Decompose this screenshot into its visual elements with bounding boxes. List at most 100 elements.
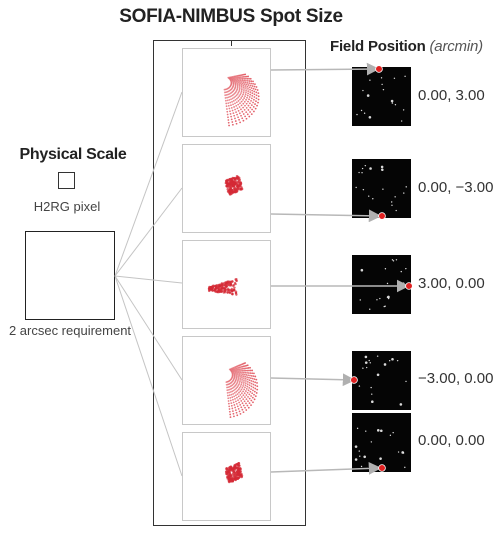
spot-point (243, 97, 246, 99)
spot-point (235, 475, 238, 479)
spot-point (231, 468, 234, 471)
spot-point (244, 375, 247, 378)
spot-point (254, 88, 257, 91)
spot-point (230, 106, 233, 109)
spot-point (239, 375, 241, 378)
spot-point (236, 113, 238, 116)
star (383, 305, 385, 308)
spot-point (247, 400, 249, 403)
spot-point (252, 380, 255, 383)
spot-point (243, 79, 246, 82)
spot-point (230, 280, 234, 283)
spot-point (235, 400, 237, 403)
spot-point (243, 369, 246, 372)
star (358, 450, 360, 452)
spot-point (233, 472, 237, 475)
spot-point (249, 377, 252, 380)
spot-point (213, 288, 216, 291)
star (380, 168, 384, 172)
spot-point (240, 374, 243, 377)
star (369, 167, 372, 170)
spot-point (242, 404, 245, 407)
spot-point (241, 77, 244, 80)
star (400, 120, 403, 122)
spot-point (238, 90, 240, 93)
star (376, 355, 379, 357)
spot-point (234, 409, 237, 412)
star (390, 99, 394, 103)
star (386, 296, 389, 298)
spot-point (230, 118, 233, 121)
spot-point (245, 89, 247, 91)
spot-point (243, 392, 246, 395)
spot-point (244, 93, 247, 96)
spot-point (253, 96, 256, 98)
spot-point (237, 470, 240, 474)
spot-point (237, 368, 240, 371)
spot-point (223, 289, 227, 292)
requirement-box (25, 231, 115, 320)
spot-point (235, 279, 238, 282)
spot-point (248, 381, 251, 384)
spot-point (228, 180, 232, 183)
spot-point (249, 390, 252, 393)
h2rg-pixel-box (58, 172, 75, 189)
spot-point (230, 393, 233, 396)
star (381, 83, 383, 86)
spot-point (235, 111, 237, 113)
spot-point (239, 404, 242, 406)
spot-point (237, 81, 240, 84)
spot-point (244, 85, 247, 87)
spot-point (229, 391, 232, 393)
spot-point (243, 400, 246, 403)
spot-point (214, 290, 217, 293)
star (405, 186, 407, 188)
spot-point (238, 374, 241, 377)
field-image-4 (352, 351, 411, 410)
spot-point (243, 379, 245, 382)
spot-point (245, 409, 248, 411)
spot-point (257, 101, 259, 104)
spot-point (246, 85, 249, 88)
star (354, 445, 358, 448)
spot-point (250, 97, 253, 100)
spot-point (230, 477, 234, 480)
spot-point (250, 100, 252, 102)
spot-point (229, 177, 232, 181)
spot-point (245, 75, 248, 78)
diagram-title: SOFIA-NIMBUS Spot Size (119, 6, 343, 27)
star (368, 195, 370, 197)
star (404, 75, 406, 78)
spot-point (229, 396, 232, 399)
spot-point (251, 85, 254, 87)
star (391, 357, 394, 361)
spot-point (253, 398, 256, 401)
spot-point (250, 87, 253, 89)
star (402, 452, 405, 454)
spot-point (240, 400, 243, 402)
star (388, 360, 391, 362)
spot-point (236, 83, 239, 86)
spot-point (248, 96, 251, 98)
spot-point (253, 390, 256, 393)
spot-point (244, 115, 247, 118)
spot-point (252, 383, 255, 386)
spot-point (248, 77, 251, 80)
spot-point (240, 392, 243, 395)
spot-point (244, 95, 246, 98)
spot-point (255, 94, 258, 97)
spot-point (240, 104, 243, 107)
spot-point (248, 80, 251, 82)
spot-point (225, 288, 229, 291)
spot-point (225, 94, 228, 96)
spot-point (231, 109, 234, 112)
spot-point (253, 110, 255, 113)
spot-point (231, 123, 234, 126)
spot-point (236, 97, 238, 100)
spot-point (241, 82, 244, 85)
spot-point (252, 389, 254, 392)
star (369, 362, 371, 364)
star (394, 104, 397, 106)
spot-point (229, 399, 232, 402)
spot-point (237, 376, 240, 379)
